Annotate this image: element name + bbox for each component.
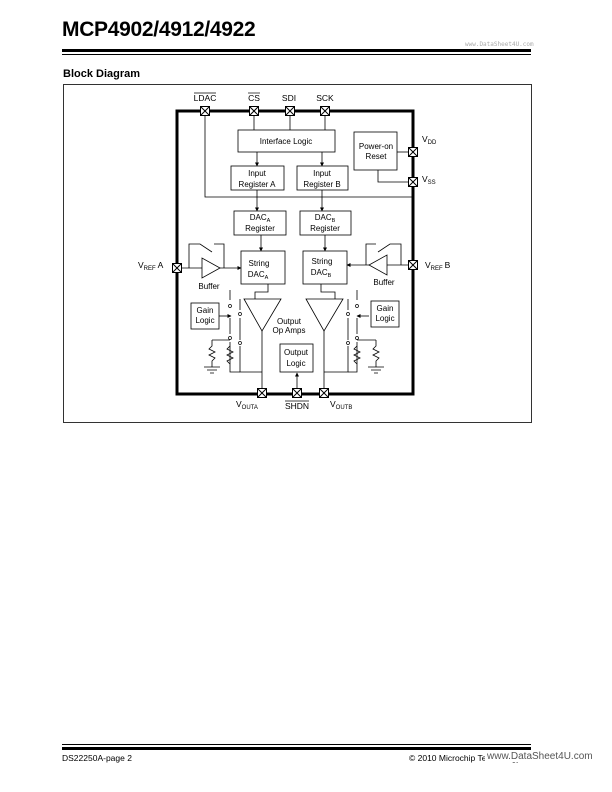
footer-rule-thin [62,744,531,745]
dac-reg-a-label-1: DACA [250,213,271,224]
bufb-bypass-switch [365,243,402,265]
por-vss-wire [377,170,413,183]
pin-cs [249,106,259,116]
pin-vout-b [319,388,329,398]
dac-reg-a-label-2: Register [245,224,275,233]
buffer-b [368,254,388,276]
buffer-b-label: Buffer [373,278,395,287]
opamp-a [243,298,282,332]
string-dac-a-block [240,250,286,285]
resistor-b-1 [353,345,361,365]
dac-register-b-block [299,210,352,236]
interface-logic-block [237,129,336,153]
footer-page-id: DS22250A-page 2 [62,753,132,763]
string-dac-b-block [302,250,348,285]
dac-reg-b-label-1: DACB [315,213,336,224]
input-reg-b-label-2: Register B [303,180,340,189]
buffer-a-label: Buffer [198,282,220,291]
opampa-gain-wire [229,290,240,373]
sdi-label: SDI [282,93,296,103]
stringa-opamp-wire [254,284,269,299]
opamps-label-1: Output [277,317,302,326]
gain-a-label-2: Logic [195,316,214,325]
gain-logic-b-block [370,300,400,328]
pin-vdd [408,147,418,157]
diagram-frame [63,84,532,423]
gain-b-label-1: Gain [377,304,394,313]
pin-ldac [200,106,210,116]
resistor-b-2 [372,340,380,367]
vout-a-label: VOUTA [236,399,258,411]
pin-shdn [292,388,302,398]
dac-reg-b-label-2: Register [310,224,340,233]
document-title: MCP4902/4912/4922 [62,18,256,41]
pin-sdi [285,106,295,116]
ldac-label: LDAC [194,93,217,103]
footer-copyright: © 2010 Microchip Technology Inc. [409,753,537,763]
header-rule-thin [62,54,531,55]
input-reg-b-label-1: Input [313,169,332,178]
output-logic-block [279,343,314,373]
gain-a-label-1: Gain [197,306,214,315]
opamp-b [305,298,344,332]
power-on-label-2: Reset [366,152,388,161]
bufa-bypass-switch [188,243,225,268]
dac-register-a-block [233,210,287,236]
resistor-a-1 [226,345,234,365]
footer-rule-thick [62,747,531,750]
power-on-reset-block [353,131,398,171]
ground-a [204,366,220,374]
pin-sck [320,106,330,116]
shdn-label: SHDN [285,401,309,411]
string-b-label-1: String [312,257,333,266]
stringb-opamp-wire [320,284,336,299]
opamps-label-2: Op Amps [273,326,306,335]
gain-logic-a-block [190,302,220,330]
pin-vref-b [408,260,418,270]
sck-label: SCK [316,93,334,103]
resistor-a-2 [208,340,216,367]
gain-b-label-2: Logic [375,314,394,323]
power-on-label-1: Power-on [359,142,393,151]
output-logic-label-1: Output [284,348,309,357]
input-register-a-block [230,165,285,191]
input-reg-a-label-2: Register A [239,180,277,189]
vdd-label: VDD [422,134,437,146]
opampb-gain-wire [348,290,358,373]
pin-vref-a [172,263,182,273]
watermark-top: www.DataSheet4U.com [465,41,534,48]
header-rule-thick [62,49,531,52]
string-a-label-2: DACA [248,270,269,281]
string-b-label-2: DACB [311,268,332,279]
cs-label: CS [248,93,260,103]
watermark-footer: www.DataSheet4U.com [485,751,595,762]
buffer-a [201,257,221,279]
string-a-label-1: String [249,259,270,268]
vss-label: VSS [422,174,436,186]
pin-vss [408,177,418,187]
ground-b [368,366,384,374]
vout-b-label: VOUTB [330,399,352,411]
input-register-b-block [296,165,349,191]
input-reg-a-label-1: Input [248,169,267,178]
pin-vout-a [257,388,267,398]
interface-logic-label: Interface Logic [260,137,312,146]
ldac-wire [204,115,413,198]
section-heading: Block Diagram [63,68,141,80]
output-logic-label-2: Logic [286,359,305,368]
